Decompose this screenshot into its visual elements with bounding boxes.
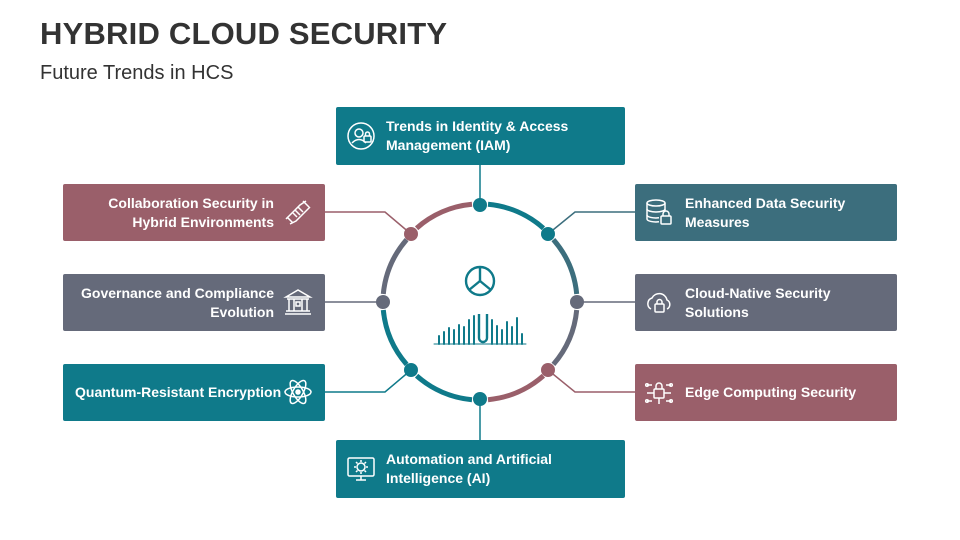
item-top-line2: Management (IAM) [386,137,511,153]
connector-top-left [325,211,412,235]
item-left-governance: Governance and Compliance Evolution [63,274,325,331]
ring-segment-right-lower [551,309,580,367]
atom-icon [284,379,312,405]
page-subtitle: Future Trends in HCS [40,62,234,84]
center-capsule-icon [477,314,489,344]
connector-bottom-right [547,369,635,393]
item-top-left-line2: Hybrid Environments [132,213,274,230]
dot-top-left [404,227,418,241]
item-top-right-line2: Measures [685,213,750,230]
ring-segment-left-upper [380,237,409,295]
item-left-line1: Governance and Compliance [81,284,274,301]
item-top-iam: Trends in Identity & Access Management (… [336,107,625,165]
ring-segment-right-upper [551,237,580,295]
dot-top [473,198,487,212]
courthouse-icon [283,289,313,315]
item-top-left-collaboration: Collaboration Security in Hybrid Environ… [63,184,325,241]
ring-segment-top-right [487,201,546,231]
item-top-right-line1: Enhanced Data Security [685,194,846,211]
item-right-cloud-native: Cloud-Native Security Solutions [635,274,897,331]
item-bottom-left-quantum: Quantum-Resistant Encryption [63,364,325,421]
ring-segment-left-lower [380,309,409,367]
item-bottom-left-line1: Quantum-Resistant Encryption [75,384,282,400]
page-title: HYBRID CLOUD SECURITY [40,16,448,51]
connector-top-right [547,211,635,235]
item-top-left-line1: Collaboration Security in [108,194,274,211]
circuit-lock-icon [644,382,674,404]
database-lock-icon [646,199,672,225]
item-top-right-data-security: Enhanced Data Security Measures [635,184,897,241]
dot-bottom-left [404,363,418,377]
connector-bottom-left [325,369,412,393]
item-right-line2: Solutions [685,303,749,320]
item-bottom-line1: Automation and Artificial [386,451,552,467]
item-bottom-line2: Intelligence (AI) [386,470,491,486]
center-bars-icon [433,315,527,345]
ring-segment-bottom-left [414,373,473,403]
dot-left [376,295,390,309]
center-globe-icon [464,265,496,297]
handshake-icon [285,200,311,225]
item-bottom-right-line1: Edge Computing Security [685,384,857,400]
dot-right [570,295,584,309]
dot-top-right [541,227,555,241]
item-top-line1: Trends in Identity & Access [386,118,569,134]
item-left-line2: Evolution [210,303,274,320]
ring-segment-bottom-right [487,373,546,403]
item-bottom-right-edge: Edge Computing Security [635,364,897,421]
ring-segment-top-left [414,201,473,231]
item-right-line1: Cloud-Native Security [685,284,831,301]
ai-gear-icon [347,457,375,481]
item-bottom-ai: Automation and Artificial Intelligence (… [336,440,625,498]
cloud-lock-icon [647,292,671,313]
dot-bottom-right [541,363,555,377]
dot-bottom [473,392,487,406]
identity-icon [347,122,375,150]
